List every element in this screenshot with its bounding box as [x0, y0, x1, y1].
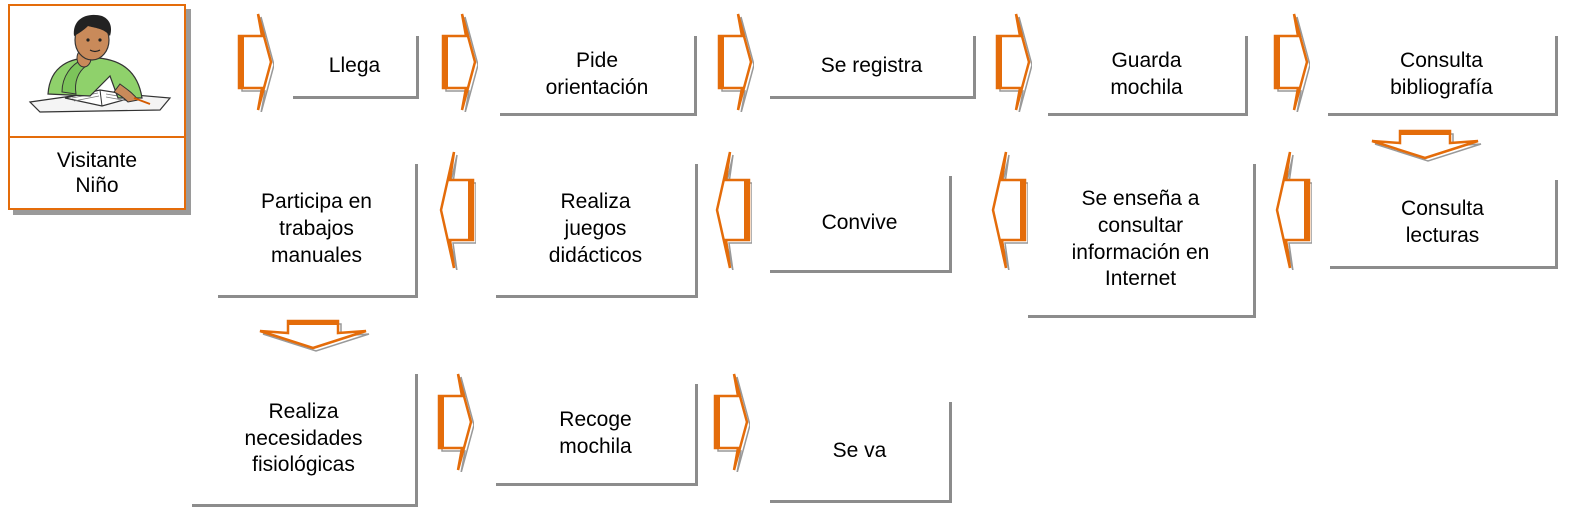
arrow-right-icon: [716, 12, 754, 112]
visitor-label: Visitante Niño: [56, 148, 138, 197]
step-se-va: Se va: [770, 402, 952, 503]
step-participa-trabajos: Participa en trabajos manuales: [218, 164, 418, 298]
step-realiza-necesidades: Realiza necesidades fisiológicas: [192, 374, 418, 507]
step-llega: Llega: [293, 36, 419, 99]
step-convive: Convive: [770, 176, 952, 273]
arrow-left-icon: [1274, 150, 1312, 270]
step-realiza-juegos: Realiza juegos didácticos: [496, 164, 698, 298]
visitor-card: Visitante Niño: [8, 4, 186, 210]
arrow-right-icon: [994, 12, 1032, 112]
step-guarda-mochila: Guarda mochila: [1048, 36, 1248, 116]
step-consulta-lecturas: Consulta lecturas: [1330, 180, 1558, 269]
card-divider: [10, 136, 184, 138]
arrow-down-icon: [258, 318, 370, 352]
child-reading-illustration: [28, 14, 172, 113]
step-consulta-bibliografia: Consulta bibliografía: [1328, 36, 1558, 116]
arrow-right-icon: [436, 372, 474, 472]
arrow-down-icon: [1370, 128, 1482, 162]
arrow-right-icon: [440, 12, 478, 112]
arrow-left-icon: [438, 150, 476, 270]
arrow-left-icon: [714, 150, 752, 270]
step-pide-orientacion: Pide orientación: [500, 36, 697, 116]
step-se-ensena-internet: Se enseña a consultar información en Int…: [1028, 164, 1256, 318]
arrow-right-icon: [712, 372, 750, 472]
step-recoge-mochila: Recoge mochila: [496, 384, 698, 486]
arrow-right-icon: [236, 12, 274, 112]
step-se-registra: Se registra: [770, 36, 976, 99]
arrow-right-icon: [1272, 12, 1310, 112]
arrow-left-icon: [990, 150, 1028, 270]
